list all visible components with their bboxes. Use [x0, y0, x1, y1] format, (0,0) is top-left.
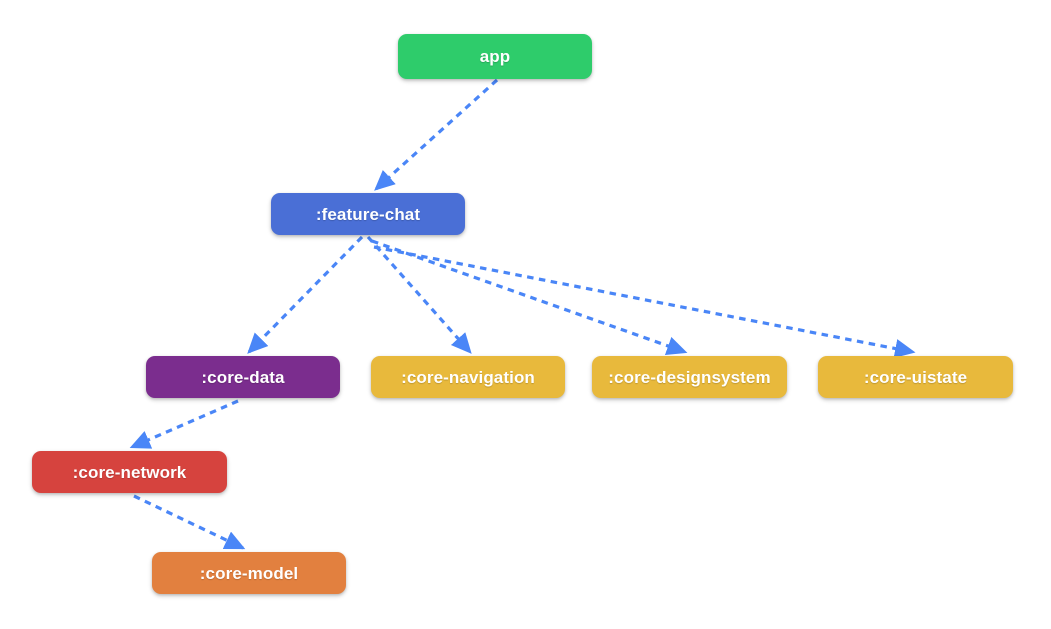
graph-node-core-navigation[interactable]: :core-navigation [371, 356, 565, 398]
graph-node-label: app [479, 47, 511, 66]
edge-feature-chat-to-core-navigation [366, 235, 472, 354]
edge-feature-chat-to-core-designsystem [371, 239, 688, 356]
graph-node-core-designsystem[interactable]: :core-designsystem [592, 356, 787, 398]
graph-node-core-model[interactable]: :core-model [152, 552, 346, 594]
graph-node-label: :core-designsystem [608, 367, 771, 387]
edge-feature-chat-to-core-data [247, 235, 364, 354]
edge-core-network-to-core-model [133, 494, 246, 550]
graph-node-core-data[interactable]: :core-data [146, 356, 340, 398]
graph-node-feature-chat[interactable]: :feature-chat [271, 193, 465, 235]
graph-node-label: :core-network [72, 462, 187, 482]
graph-node-label: :core-navigation [401, 367, 535, 387]
graph-node-core-uistate[interactable]: :core-uistate [818, 356, 1013, 398]
graph-node-label: :feature-chat [315, 204, 421, 224]
graph-node-label: :core-data [201, 367, 285, 387]
edge-app-to-feature-chat [374, 78, 499, 191]
graph-node-core-network[interactable]: :core-network [32, 451, 227, 493]
edge-core-data-to-core-network [129, 399, 239, 449]
graph-node-label: :core-model [199, 563, 299, 583]
graph-node-label: :core-uistate [863, 367, 968, 387]
graph-node-app[interactable]: app [398, 34, 592, 79]
edge-feature-chat-to-core-uistate [373, 245, 916, 358]
